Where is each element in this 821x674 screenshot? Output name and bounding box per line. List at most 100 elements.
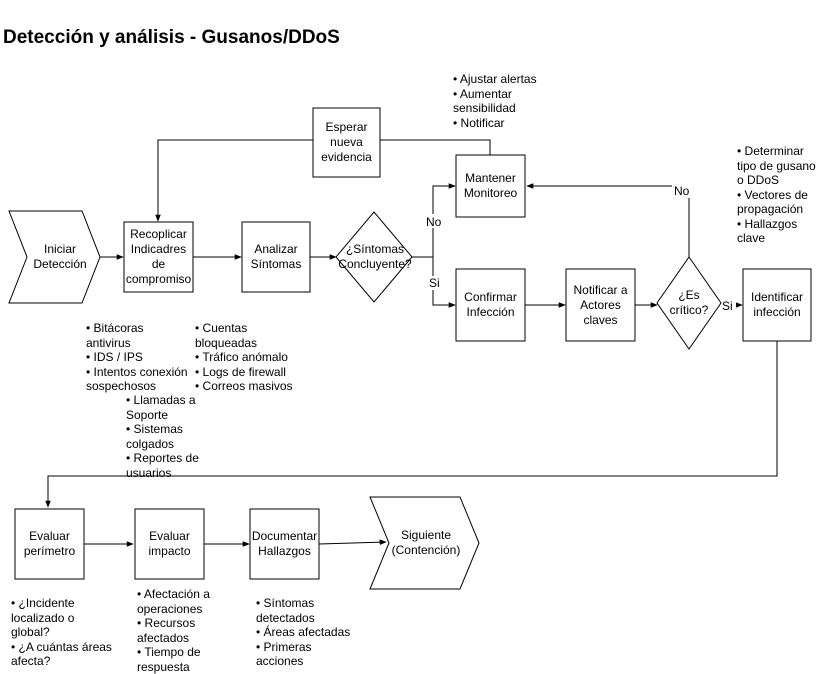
node-mantener: Mantener Monitoreo <box>456 155 525 217</box>
node-siguiente-label-2: (Contención) <box>392 543 461 558</box>
node-recopilar-label-3: de <box>126 257 191 272</box>
note-impacto-line: afectados <box>137 631 210 646</box>
node-esperar-label-1: Esperar <box>321 120 372 135</box>
note-perimetro-line: localizado o <box>11 611 112 626</box>
node-iniciar: Iniciar Detección <box>12 211 108 303</box>
note-identificar-line: o DDoS <box>737 173 816 188</box>
note-indicadores: • Cuentas bloqueadas • Tráfico anómalo •… <box>195 321 293 394</box>
node-siguiente: Siguiente (Contención) <box>378 497 474 589</box>
node-recopilar-label-4: compromiso <box>126 272 191 287</box>
note-soporte-line: usuarios <box>126 466 199 481</box>
note-identificar-line: • Determinar <box>737 144 816 159</box>
node-identificar: Identificar infección <box>743 269 811 341</box>
note-impacto-line: • Tiempo de <box>137 645 210 660</box>
node-sintomas: ¿Síntomas Concluyente? <box>330 236 420 278</box>
node-confirmar: Confirmar Infección <box>456 269 525 341</box>
note-soporte: • Llamadas a Soporte • Sistemas colgados… <box>126 393 199 480</box>
note-perimetro-line: global? <box>11 625 112 640</box>
note-monitoreo-line: • Ajustar alertas <box>453 72 537 87</box>
note-indicadores-line: • Cuentas <box>195 321 293 336</box>
node-critico-label-2: crítico? <box>670 303 709 318</box>
note-soporte-line: • Sistemas <box>126 422 199 437</box>
note-indicadores-line: • Tráfico anómalo <box>195 350 293 365</box>
node-notificar-label-3: claves <box>573 313 627 328</box>
node-mantener-label-1: Mantener <box>464 171 517 186</box>
node-evaluar-impacto-label-2: impacto <box>148 544 190 559</box>
node-recopilar: Recoplicar Indicadres de compromiso <box>118 222 199 292</box>
note-hallazgos-line: • Síntomas <box>256 596 350 611</box>
note-monitoreo-line: • Aumentar <box>453 87 537 102</box>
edge-esperar-recopilar <box>158 140 313 221</box>
node-recopilar-label-2: Indicadres <box>126 242 191 257</box>
note-monitoreo: • Ajustar alertas • Aumentar sensibilida… <box>453 72 537 130</box>
node-evaluar-perimetro: Evaluar perímetro <box>15 509 84 579</box>
node-sintomas-label-1: ¿Síntomas <box>338 242 411 257</box>
node-identificar-label-2: infección <box>751 305 803 320</box>
node-esperar-label-2: nueva <box>321 135 372 150</box>
note-identificar-line: tipo de gusano <box>737 159 816 174</box>
node-siguiente-label-1: Siguiente <box>392 528 461 543</box>
note-monitoreo-line: • Notificar <box>453 116 537 131</box>
note-fuentes: • Bitácoras antivirus • IDS / IPS • Inte… <box>86 321 188 394</box>
edge-mantener-esperar <box>380 140 490 155</box>
note-fuentes-line: sospechosos <box>86 379 188 394</box>
node-recopilar-label-1: Recoplicar <box>126 227 191 242</box>
node-notificar: Notificar a Actores claves <box>566 269 635 341</box>
node-evaluar-impacto: Evaluar impacto <box>135 509 204 579</box>
note-identificar-line: propagación <box>737 202 816 217</box>
note-perimetro-line: afecta? <box>11 654 112 669</box>
note-hallazgos-line: acciones <box>256 654 350 669</box>
note-perimetro-line: • ¿A cuántas áreas <box>11 640 112 655</box>
note-fuentes-line: • Bitácoras <box>86 321 188 336</box>
edge-label-si-bottom: Si <box>429 276 440 290</box>
note-monitoreo-line: sensibilidad <box>453 101 537 116</box>
note-identificar-line: • Hallazgos <box>737 217 816 232</box>
note-hallazgos-line: detectados <box>256 611 350 626</box>
note-hallazgos-line: • Primeras <box>256 640 350 655</box>
node-confirmar-label-2: Infección <box>464 305 517 320</box>
node-iniciar-label-1: Iniciar <box>33 242 86 257</box>
node-notificar-label-2: Actores <box>573 298 627 313</box>
node-identificar-label-1: Identificar <box>751 290 803 305</box>
edge-critico-mantener <box>527 186 689 257</box>
note-perimetro: • ¿Incidente localizado o global? • ¿A c… <box>11 596 112 669</box>
note-indicadores-line: • Logs de firewall <box>195 365 293 380</box>
note-impacto-line: • Recursos <box>137 616 210 631</box>
note-identificar-line: • Vectores de <box>737 188 816 203</box>
node-analizar: Analizar Síntomas <box>242 222 310 292</box>
node-iniciar-label-2: Detección <box>33 257 86 272</box>
note-soporte-line: • Reportes de <box>126 451 199 466</box>
note-impacto-line: respuesta <box>137 660 210 674</box>
node-evaluar-perimetro-label-1: Evaluar <box>24 529 75 544</box>
note-identificar-line: clave <box>737 231 816 246</box>
node-analizar-label-1: Analizar <box>251 242 302 257</box>
node-analizar-label-2: Síntomas <box>251 257 302 272</box>
node-critico-label-1: ¿Es <box>670 288 709 303</box>
edge-label-si-critico: Si <box>722 299 733 313</box>
node-esperar-label-3: evidencia <box>321 150 372 165</box>
note-fuentes-line: antivirus <box>86 336 188 351</box>
note-fuentes-line: • IDS / IPS <box>86 350 188 365</box>
note-impacto-line: • Afectación a <box>137 587 210 602</box>
note-hallazgos: • Síntomas detectados • Áreas afectadas … <box>256 596 350 669</box>
node-confirmar-label-1: Confirmar <box>464 290 517 305</box>
note-perimetro-line: • ¿Incidente <box>11 596 112 611</box>
edge-label-no-critico: No <box>674 184 690 198</box>
note-impacto-line: operaciones <box>137 602 210 617</box>
note-hallazgos-line: • Áreas afectadas <box>256 625 350 640</box>
note-indicadores-line: • Correos masivos <box>195 379 293 394</box>
note-impacto: • Afectación a operaciones • Recursos af… <box>137 587 210 674</box>
note-soporte-line: • Llamadas a <box>126 393 199 408</box>
note-indicadores-line: bloqueadas <box>195 336 293 351</box>
note-soporte-line: colgados <box>126 437 199 452</box>
edge-documentar-siguiente <box>319 542 386 544</box>
node-evaluar-perimetro-label-2: perímetro <box>24 544 75 559</box>
node-critico: ¿Es crítico? <box>659 281 719 325</box>
node-sintomas-label-2: Concluyente? <box>338 257 411 272</box>
node-esperar: Esperar nueva evidencia <box>313 108 380 177</box>
note-fuentes-line: • Intentos conexión <box>86 365 188 380</box>
edge-label-no-top: No <box>426 215 442 229</box>
node-evaluar-impacto-label-1: Evaluar <box>148 529 190 544</box>
node-documentar-label-1: Documentar <box>252 529 317 544</box>
node-documentar-label-2: Hallazgos <box>252 544 317 559</box>
